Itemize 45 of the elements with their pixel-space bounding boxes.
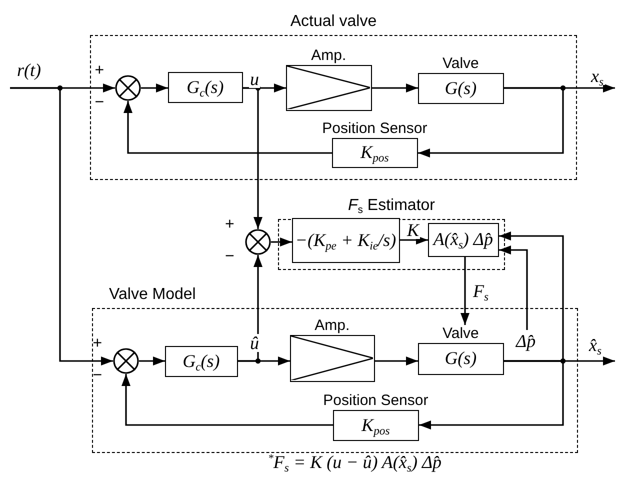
edge-label: F$_{s}$	[472, 282, 490, 300]
block-heading: Amp.	[314, 316, 350, 334]
arrow	[499, 246, 528, 330]
arrow	[238, 255, 262, 362]
controller-block: G$_{c}$(s)	[168, 72, 243, 103]
group-title: Actual valve	[290, 13, 377, 31]
minus-sign: −	[92, 368, 102, 384]
arrow	[10, 87, 113, 366]
minus-sign: −	[225, 249, 234, 265]
arrow	[419, 360, 564, 430]
arrow	[243, 87, 262, 229]
group-title: Valve Model	[109, 286, 196, 304]
edge-label: r(t)	[16, 61, 42, 79]
edge-label: x̂$_{s}$	[588, 336, 603, 354]
block-heading: Valve	[442, 324, 479, 342]
arrow	[124, 101, 332, 154]
edge-label: Δp̂	[515, 332, 537, 350]
arrow	[400, 236, 428, 244]
valve-block: G(s)	[418, 342, 504, 375]
plus-sign: +	[225, 217, 234, 233]
arrow	[460, 257, 470, 325]
group-title: F$_{s}$ Estimator	[348, 197, 435, 215]
minus-sign: −	[94, 94, 104, 111]
arrow	[418, 87, 564, 158]
arrow	[372, 84, 418, 92]
force-block: A(x̂$_{s}$) Δp̂	[428, 222, 499, 257]
block-heading: Amp.	[311, 46, 346, 64]
arrow	[122, 374, 333, 426]
arrow	[271, 238, 292, 246]
arrow	[139, 356, 165, 366]
edge-label: û	[249, 334, 260, 352]
sensor-block: K$_{pos}$	[332, 138, 418, 168]
formula-note: $^{*}$F$_{s}$ = K (u − û) A(x̂$_{s}$) Δp̂	[268, 452, 442, 473]
plus-sign: +	[92, 336, 102, 352]
arrow	[141, 84, 168, 92]
pi-gain-block: −(K$_{pe}$ + K$_{ie}$/s)	[292, 218, 400, 263]
block-heading: Position Sensor	[322, 120, 428, 137]
arrow	[375, 356, 418, 366]
valve-block: G(s)	[418, 72, 504, 104]
block-heading: Valve	[442, 54, 479, 72]
sensor-block: K$_{pos}$	[332, 410, 419, 441]
plus-sign: +	[94, 62, 104, 79]
edge-label: K	[406, 221, 420, 239]
block-heading: Position Sensor	[323, 392, 428, 409]
controller-block: G$_{c}$(s)	[164, 346, 238, 377]
